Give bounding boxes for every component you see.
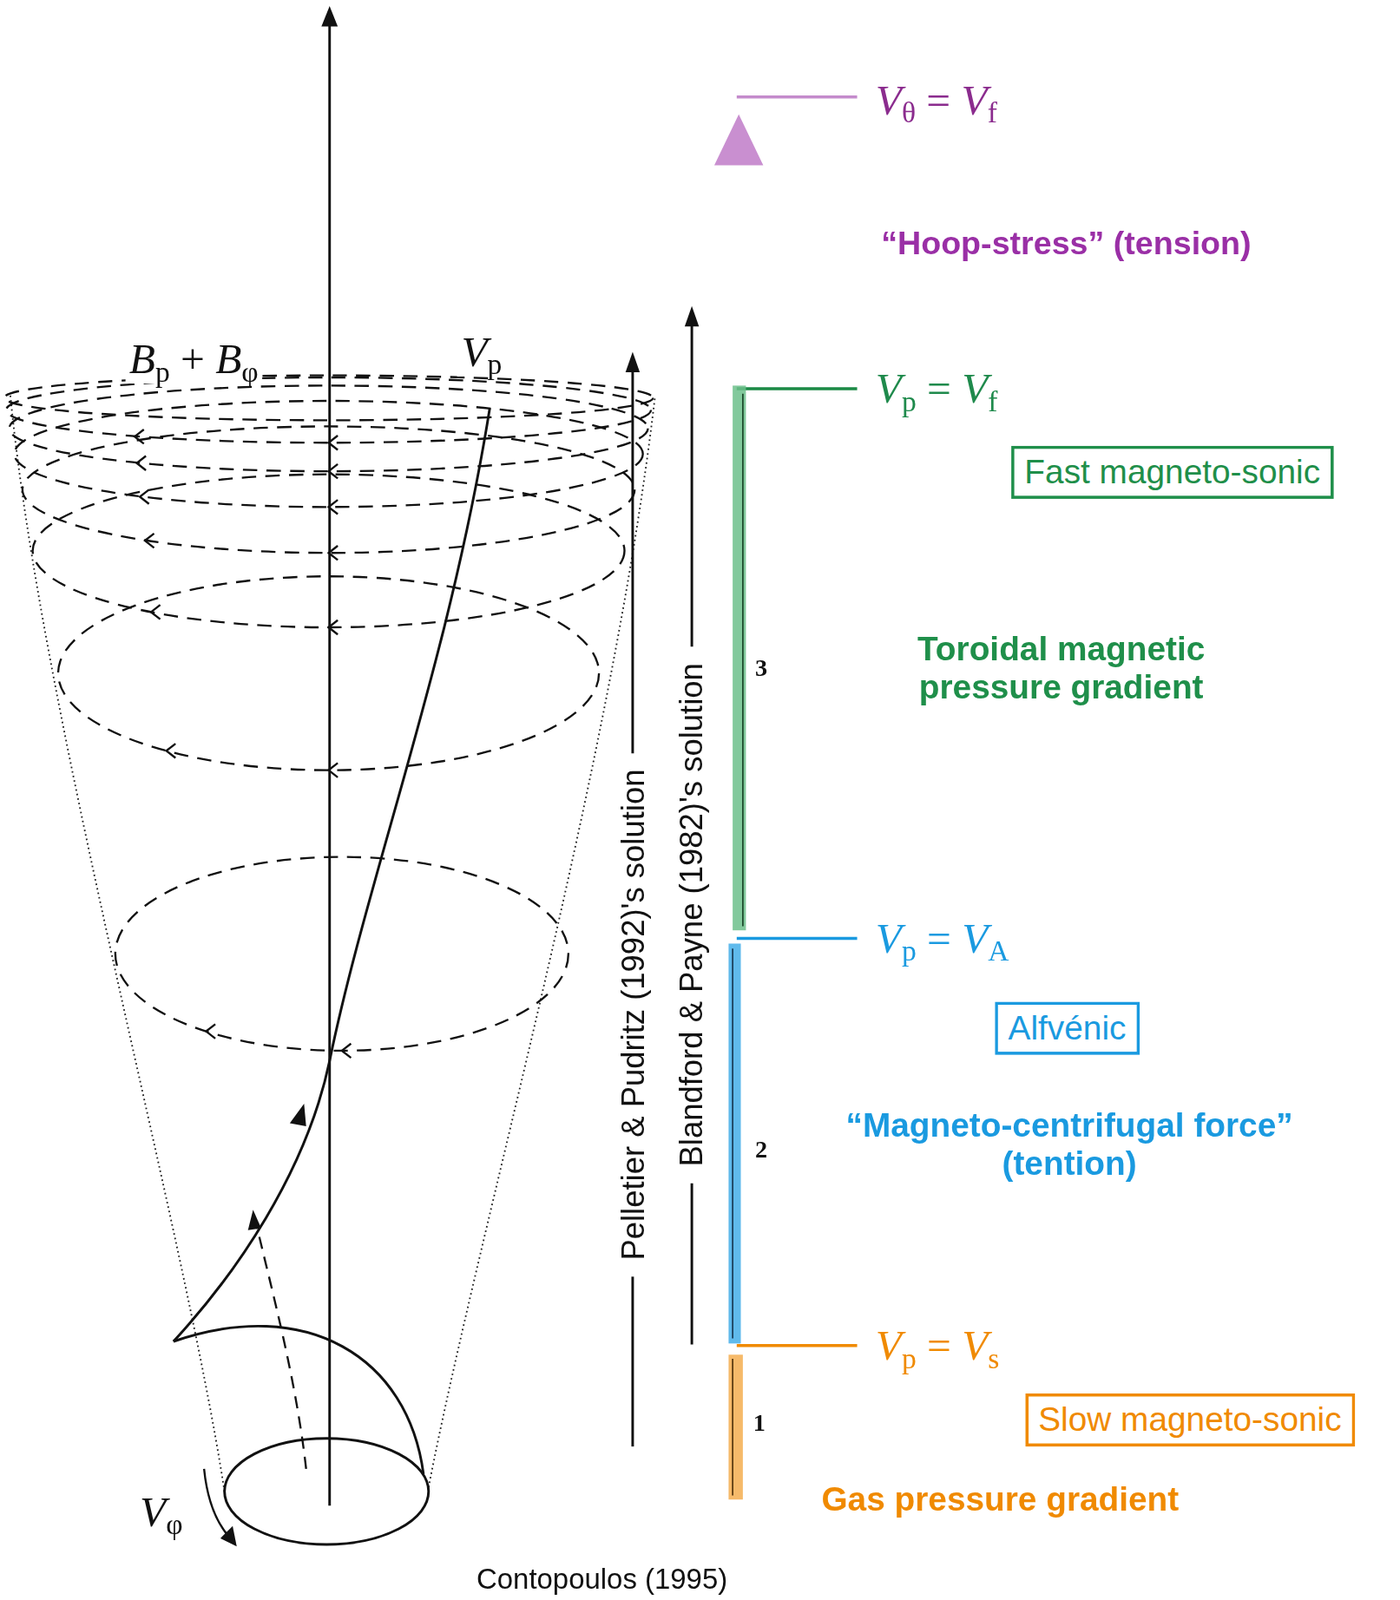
formula-subscript: f (987, 385, 998, 417)
formula-subscript: p (487, 348, 503, 381)
regime-bar (732, 385, 746, 931)
streamline-arrowhead (289, 1104, 307, 1127)
formula-subscript: p (901, 935, 917, 967)
velocity-condition: Vθ = Vf (875, 75, 998, 125)
formula-subscript: p (901, 1342, 917, 1374)
formula-symbol: V (875, 76, 902, 124)
regime-bracket (742, 394, 744, 927)
level-line (736, 937, 858, 941)
box-text: Alfvénic (1008, 1008, 1127, 1050)
velocity-condition: Vp = VA (875, 913, 1010, 964)
formula-symbol: B (215, 335, 242, 383)
field-direction-chevrons (134, 429, 351, 1059)
formula-subscript: A (987, 935, 1009, 967)
formula-symbol: V (460, 328, 487, 376)
regime-box: Slow magneto-sonic (1025, 1393, 1355, 1447)
callout-number: 3 (755, 655, 768, 684)
regime-note: “Hoop-stress” (tension) (880, 223, 1251, 262)
funnel-outline (428, 395, 656, 1488)
velocity-condition: Vp = Vf (875, 364, 999, 415)
regime-bracket (731, 948, 734, 1339)
formula-subscript: p (155, 355, 171, 388)
formula-symbol: B (129, 335, 156, 383)
formula-part: = (915, 76, 962, 124)
formula-symbol: V (875, 365, 902, 413)
regime-note: Gas pressure gradient (821, 1480, 1179, 1520)
regime-box: Fast magneto-sonic (1011, 446, 1334, 500)
rotation-arrowhead (220, 1526, 237, 1548)
regime-note: Toroidal magnetic pressure gradient (861, 629, 1261, 707)
formula-subscript: f (987, 97, 998, 129)
axis-arrowhead (321, 6, 338, 27)
solution-range-label: Blandford & Payne (1982)'s solution (673, 663, 710, 1167)
box-text: Fast magneto-sonic (1024, 452, 1321, 493)
formula-subscript: p (901, 385, 917, 417)
formula-symbol: V (961, 76, 988, 124)
level-line (736, 387, 858, 391)
rotation-axis (328, 22, 331, 1506)
solution-range-label: Pelletier & Pudritz (1992)'s solution (614, 769, 651, 1262)
figure-credit: Contopoulos (1995) (476, 1563, 728, 1597)
formula-symbol: V (961, 915, 988, 963)
rotation-arrow (203, 1469, 229, 1538)
velocity-condition: Vp = Vs (875, 1321, 1000, 1371)
formula-symbol: V (139, 1488, 166, 1536)
solution-range-line (690, 322, 694, 648)
velocity-label: Vp (457, 327, 507, 377)
field-line-back (255, 1219, 307, 1470)
regime-note: “Magneto-centrifugal force” (tention) (829, 1105, 1310, 1184)
regime-bar (728, 943, 741, 1344)
box-text: Slow magneto-sonic (1038, 1400, 1341, 1441)
formula-part: = (916, 365, 963, 413)
formula-part: + (170, 335, 217, 383)
callout-number: 2 (755, 1137, 768, 1165)
poloidal-streamline (173, 407, 490, 1342)
formula-part: = (916, 915, 963, 963)
field-loop (115, 857, 569, 1052)
solution-range-line (630, 368, 634, 754)
field-label: Bp + Bφ (124, 335, 263, 385)
callout-number: 1 (753, 1410, 766, 1439)
regime-bar (728, 1354, 743, 1500)
solution-range-line (690, 1183, 694, 1346)
level-line (736, 95, 858, 99)
regime-box: Alfvénic (994, 1001, 1139, 1055)
solution-range-arrowhead (684, 306, 699, 328)
field-line-front (173, 1326, 424, 1474)
disk-ring (224, 1439, 429, 1545)
formula-symbol: V (961, 365, 988, 413)
solution-range-line (630, 1276, 634, 1447)
velocity-label: Vφ (135, 1487, 187, 1538)
formula-symbol: V (875, 1322, 902, 1370)
level-arrow (714, 114, 763, 166)
formula-symbol: V (961, 1322, 988, 1370)
formula-symbol: V (875, 915, 902, 963)
formula-part: = (916, 1322, 963, 1370)
level-line (736, 1344, 858, 1348)
formula-subscript: θ (901, 97, 916, 129)
formula-subscript: φ (165, 1509, 183, 1541)
formula-subscript: s (987, 1342, 1000, 1374)
formula-subscript: φ (241, 355, 258, 388)
regime-bracket (731, 1359, 734, 1497)
solution-range-arrowhead (625, 352, 640, 374)
